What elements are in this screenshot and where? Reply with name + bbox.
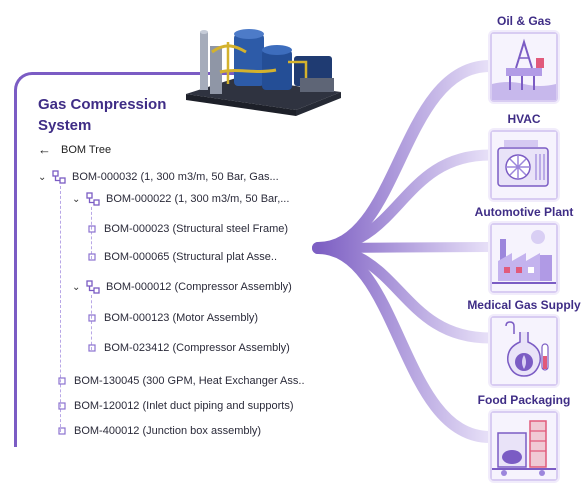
medical-gas-icon [492, 318, 556, 384]
bom-item-icon [88, 314, 96, 322]
tree-node-label: BOM-400012 (Junction box assembly) [74, 425, 262, 437]
bom-group-icon [52, 170, 66, 184]
bom-item-icon [88, 225, 96, 233]
tree-node-bom-000022[interactable]: ⌄ BOM-000022 (1, 300 m3/m, 50 Bar,... [72, 192, 289, 206]
category-card[interactable] [490, 32, 558, 102]
tree-node-bom-120012[interactable]: BOM-120012 (Inlet duct piping and suppor… [58, 400, 294, 412]
tree-node-label: BOM-000123 (Motor Assembly) [104, 312, 259, 324]
tree-connector-level1b [91, 295, 92, 350]
category-card[interactable] [490, 316, 558, 386]
tree-node-bom-000065[interactable]: BOM-000065 (Structural plat Asse.. [88, 251, 277, 263]
category-food-packaging[interactable]: Food Packaging [464, 393, 584, 481]
oil-rig-icon [492, 34, 556, 100]
tree-node-label: BOM-000022 (1, 300 m3/m, 50 Bar,... [106, 193, 290, 205]
gas-compressor-machine-image [186, 29, 341, 116]
tree-node-label: BOM-120012 (Inlet duct piping and suppor… [74, 400, 294, 412]
tree-node-bom-400012[interactable]: BOM-400012 (Junction box assembly) [58, 425, 261, 437]
category-label: Food Packaging [477, 393, 571, 407]
tree-node-label: BOM-000032 (1, 300 m3/m, 50 Bar, Gas... [72, 171, 279, 183]
tree-node-bom-000012[interactable]: ⌄ BOM-000012 (Compressor Assembly) [72, 280, 292, 294]
category-label: Medical Gas Supply [467, 298, 581, 312]
factory-icon [492, 225, 556, 291]
bom-item-icon [58, 377, 66, 385]
category-hvac[interactable]: HVAC [464, 112, 584, 200]
food-machine-icon [492, 413, 556, 479]
category-card[interactable] [490, 223, 558, 293]
chevron-down-icon[interactable]: ⌄ [72, 193, 81, 205]
category-medical-gas-supply[interactable]: Medical Gas Supply [464, 298, 584, 386]
flow-to-food [312, 242, 496, 443]
category-label: HVAC [507, 112, 541, 126]
bom-group-icon [86, 192, 100, 206]
category-card[interactable] [490, 411, 558, 481]
bom-tree-label: BOM Tree [61, 143, 112, 156]
tree-connector-root [60, 186, 61, 432]
tree-connector-level1a [91, 207, 92, 259]
category-card[interactable] [490, 130, 558, 200]
panel-frame [14, 72, 237, 447]
tree-node-label: BOM-000012 (Compressor Assembly) [106, 281, 292, 293]
tree-node-label: BOM-000023 (Structural steel Frame) [104, 223, 289, 235]
tree-node-bom-130045[interactable]: BOM-130045 (300 GPM, Heat Exchanger Ass.… [58, 375, 305, 387]
category-automotive-plant[interactable]: Automotive Plant [464, 205, 584, 293]
bom-item-icon [58, 427, 66, 435]
tree-node-bom-000032[interactable]: ⌄ BOM-000032 (1, 300 m3/m, 50 Bar, Gas..… [38, 170, 279, 184]
page-title: Gas Compression System [38, 96, 167, 134]
tree-node-label: BOM-023412 (Compressor Assembly) [104, 342, 290, 354]
bom-item-icon [88, 344, 96, 352]
bom-item-icon [58, 402, 66, 410]
tree-node-bom-000023[interactable]: BOM-000023 (Structural steel Frame) [88, 223, 288, 235]
bom-group-icon [86, 280, 100, 294]
chevron-down-icon[interactable]: ⌄ [38, 171, 47, 183]
category-label: Automotive Plant [474, 205, 574, 219]
tree-node-bom-000123[interactable]: BOM-000123 (Motor Assembly) [88, 312, 258, 324]
category-oil-gas[interactable]: Oil & Gas [464, 14, 584, 102]
arrow-left-icon: ← [38, 142, 51, 157]
bom-tree-back-link[interactable]: ← BOM Tree [38, 142, 111, 157]
tree-node-bom-023412[interactable]: BOM-023412 (Compressor Assembly) [88, 342, 290, 354]
category-label: Oil & Gas [496, 14, 552, 28]
bom-item-icon [88, 253, 96, 261]
hvac-unit-icon [492, 132, 556, 198]
tree-node-label: BOM-000065 (Structural plat Asse.. [104, 251, 278, 263]
chevron-down-icon[interactable]: ⌄ [72, 281, 81, 293]
tree-node-label: BOM-130045 (300 GPM, Heat Exchanger Ass.… [74, 375, 305, 387]
